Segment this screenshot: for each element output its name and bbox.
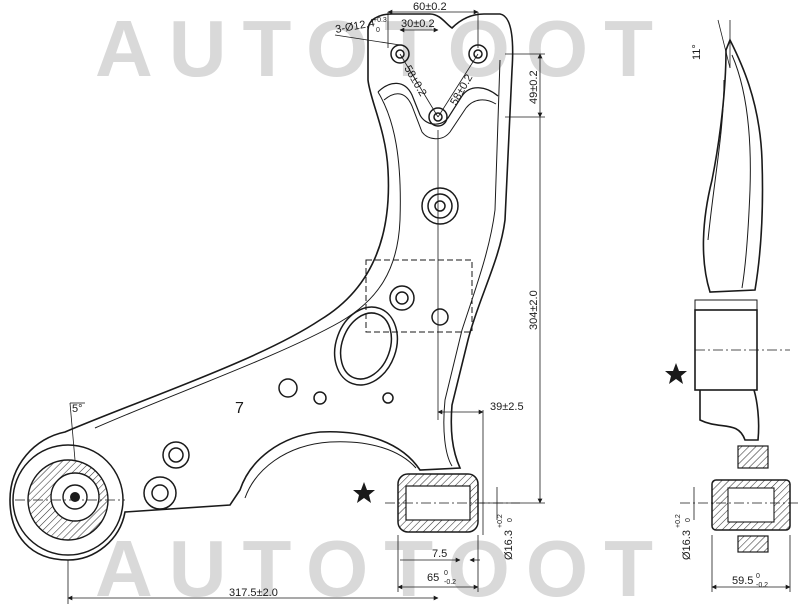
dim-holes-tol-lower: 0 <box>376 27 380 34</box>
mounting-holes <box>143 44 488 510</box>
dim-angle-ball: 5° <box>72 403 83 415</box>
front-bushing <box>385 473 520 533</box>
dim-bushing-offset: 7.5 <box>432 548 447 560</box>
dim-angle-side: 11° <box>691 44 703 60</box>
arm-flange-right <box>443 59 501 467</box>
dim-height-total: 304±2.0 <box>528 290 540 330</box>
watermark: AUTOTOOT AUTOTOOT <box>95 4 669 610</box>
ball-stud <box>143 476 177 510</box>
dim-hole-spacing: 30±0.2 <box>401 18 435 30</box>
rear-hole-2 <box>431 308 449 326</box>
arm-flange-inner <box>94 91 401 429</box>
side-bushing <box>680 445 798 553</box>
small-hole-3 <box>382 392 394 404</box>
dim-side-bushing-dia-tol-lower: 0 <box>685 518 692 522</box>
mount-hole-bottom <box>428 107 448 127</box>
dim-height-short: 49±0.2 <box>528 70 540 104</box>
dim-top-width: 60±0.2 <box>413 1 447 13</box>
star-mark-side <box>665 363 687 384</box>
dim-bushing-length: 65 <box>427 572 439 584</box>
control-arm-side-view <box>694 38 790 441</box>
dim-overall-length: 317.5±2.0 <box>229 587 278 599</box>
part-mark: 7 <box>235 400 244 417</box>
dim-holes-tol-upper: +0.3 <box>373 17 387 24</box>
dimension-lines <box>67 9 791 604</box>
dim-bushing-length-tol-upper: 0 <box>444 570 448 577</box>
small-hole-2 <box>313 391 327 405</box>
dim-bushing-dia-tol-lower: 0 <box>507 518 514 522</box>
ball-joint-bushing <box>12 444 125 556</box>
dim-bushing-dia-tol-upper: +0.2 <box>497 514 504 528</box>
lightening-hole <box>333 306 399 386</box>
dim-side-bushing-length-tol-upper: 0 <box>756 573 760 580</box>
dim-offset: 39±2.5 <box>490 401 524 413</box>
arm-outline <box>9 13 514 561</box>
dim-bushing-dia: Ø16.3 <box>503 530 515 560</box>
hidden-box <box>365 259 473 333</box>
small-hole-1 <box>278 378 298 398</box>
control-arm-front-view <box>9 13 514 561</box>
watermark-bottom: AUTOTOOT <box>95 524 669 605</box>
center-boss <box>421 187 459 225</box>
top-saddle-inner <box>383 93 497 140</box>
star-mark-front <box>353 482 375 503</box>
dim-bushing-length-tol-lower: -0.2 <box>444 579 456 586</box>
arm-lower-curve <box>244 441 417 499</box>
dim-side-bushing-length: 59.5 <box>732 575 753 587</box>
rear-hole <box>389 285 415 311</box>
dim-side-bushing-length-tol-lower: -0.2 <box>756 582 768 589</box>
dim-side-bushing-dia-tol-upper: +0.2 <box>675 514 682 528</box>
dim-side-bushing-dia: Ø16.3 <box>681 530 693 560</box>
lower-boss <box>162 441 190 469</box>
